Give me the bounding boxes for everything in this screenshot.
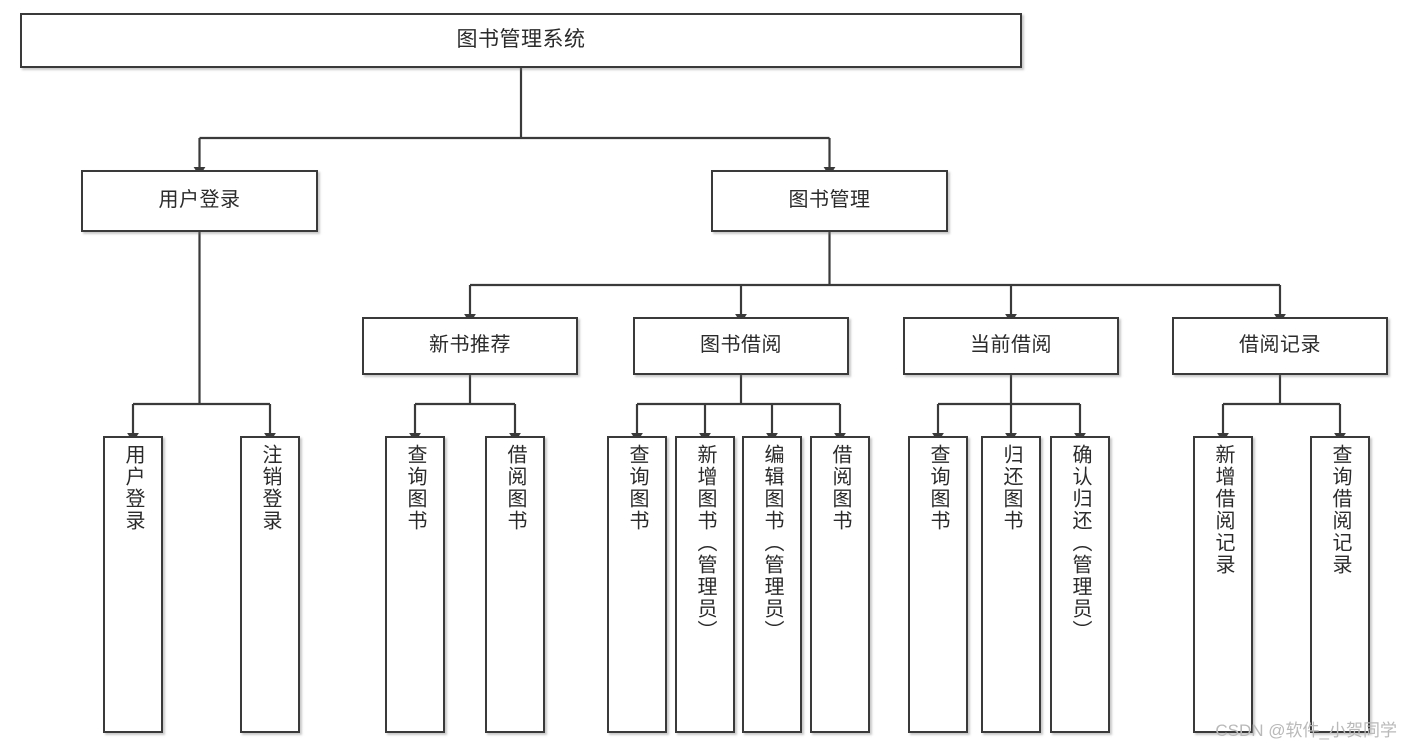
node-label: 编辑图书（管理员） [761, 444, 783, 642]
node-user-login[interactable]: 用户登录 [81, 170, 318, 232]
node-label: 查询借阅记录 [1329, 444, 1351, 576]
node-label: 查询图书 [927, 444, 949, 532]
node-label: 图书管理系统 [456, 28, 586, 52]
node-root[interactable]: 图书管理系统 [20, 13, 1022, 68]
node-label: 新增图书（管理员） [694, 444, 716, 642]
watermark: CSDN @软件_小贺同学 [1215, 721, 1397, 740]
node-book-borrow[interactable]: 图书借阅 [633, 317, 849, 375]
node-book-manage[interactable]: 图书管理 [711, 170, 948, 232]
node-label: 新书推荐 [429, 334, 511, 357]
node-leaf-add-record[interactable]: 新增借阅记录 [1193, 436, 1253, 733]
node-label: 借阅图书 [829, 444, 851, 532]
node-label: 用户登录 [122, 444, 144, 532]
node-label: 归还图书 [1000, 444, 1022, 532]
node-leaf-edit-book[interactable]: 编辑图书（管理员） [742, 436, 802, 733]
node-label: 查询图书 [626, 444, 648, 532]
node-label: 注销登录 [259, 444, 281, 532]
node-leaf-query-book-cb[interactable]: 查询图书 [908, 436, 968, 733]
node-new-book-rec[interactable]: 新书推荐 [362, 317, 578, 375]
node-leaf-return-book[interactable]: 归还图书 [981, 436, 1041, 733]
node-leaf-logout[interactable]: 注销登录 [240, 436, 300, 733]
node-leaf-borrow-book-rec[interactable]: 借阅图书 [485, 436, 545, 733]
node-leaf-query-book-rec[interactable]: 查询图书 [385, 436, 445, 733]
node-current-borrow[interactable]: 当前借阅 [903, 317, 1119, 375]
node-label: 借阅记录 [1239, 334, 1321, 357]
node-leaf-add-book[interactable]: 新增图书（管理员） [675, 436, 735, 733]
node-leaf-user-login[interactable]: 用户登录 [103, 436, 163, 733]
node-leaf-query-record[interactable]: 查询借阅记录 [1310, 436, 1370, 733]
node-label: 新增借阅记录 [1212, 444, 1234, 576]
node-label: 查询图书 [404, 444, 426, 532]
node-label: 图书管理 [788, 189, 871, 212]
node-label: 借阅图书 [504, 444, 526, 532]
node-borrow-record[interactable]: 借阅记录 [1172, 317, 1388, 375]
node-label: 当前借阅 [970, 334, 1052, 357]
node-label: 确认归还（管理员） [1069, 444, 1091, 642]
node-label: 图书借阅 [700, 334, 782, 357]
node-label: 用户登录 [158, 189, 241, 212]
node-leaf-borrow-book-bb[interactable]: 借阅图书 [810, 436, 870, 733]
node-leaf-confirm-return[interactable]: 确认归还（管理员） [1050, 436, 1110, 733]
node-leaf-query-book-bb[interactable]: 查询图书 [607, 436, 667, 733]
